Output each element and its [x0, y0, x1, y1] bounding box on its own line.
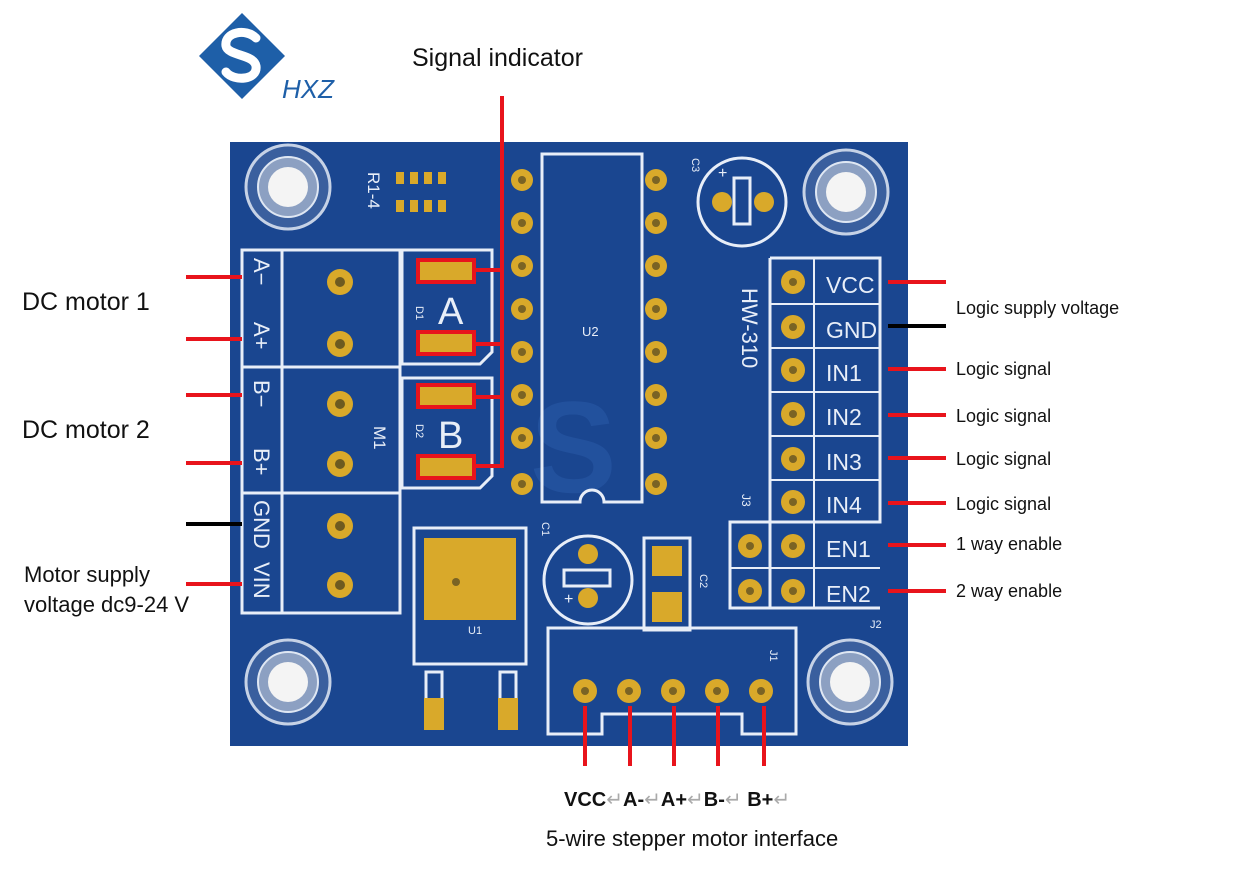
- pcb-board: S R1-4: [230, 142, 908, 746]
- signal-indicator-label: Signal indicator: [412, 44, 583, 72]
- wire-in3: [888, 456, 946, 460]
- led-b-label: B: [438, 415, 463, 457]
- wire-a-minus: [186, 275, 242, 279]
- header-pin-in3: IN3: [826, 449, 862, 475]
- svg-text:+: +: [564, 591, 573, 608]
- wire-logic-gnd: [888, 324, 946, 328]
- silk-c2: C2: [697, 574, 709, 588]
- regulator-u1: U1: [412, 526, 528, 730]
- silk-j2: J2: [870, 619, 882, 631]
- wire-in4: [888, 501, 946, 505]
- header-pin-en2: EN2: [826, 581, 871, 607]
- led-indicator-block: A B D1 D2: [400, 248, 494, 490]
- signal-indicator-tick-1: [476, 268, 504, 272]
- silk-d1: D1: [413, 306, 425, 320]
- wire-a-plus: [186, 337, 242, 341]
- silk-m1: M1: [370, 426, 389, 450]
- return-glyph-5: ↵: [773, 789, 791, 811]
- wire-stepper-b-minus: [716, 706, 720, 766]
- motor-supply-label-line2: voltage dc9-24 V: [24, 592, 190, 617]
- return-glyph-4: ↵: [724, 789, 742, 811]
- wire-stepper-b-plus: [762, 706, 766, 766]
- signal-indicator-tick-4: [476, 464, 504, 468]
- hxz-logo: HXZ: [196, 10, 356, 105]
- wire-stepper-vcc: [583, 706, 587, 766]
- stepper-pin-labels: VCC↵A-↵A+↵B-↵ B+↵: [564, 787, 790, 812]
- logic-signal-label-1: Logic signal: [956, 359, 1052, 379]
- enable-2-label: 2 way enable: [956, 581, 1063, 601]
- mounting-hole-tl: [244, 143, 332, 231]
- logic-signal-label-3: Logic signal: [956, 449, 1052, 469]
- terminal-a-plus: A+: [249, 322, 274, 350]
- silk-c1: C1: [539, 522, 551, 536]
- stepper-interface-label: 5-wire stepper motor interface: [546, 826, 839, 851]
- silk-j1: J1: [767, 650, 779, 662]
- signal-indicator-line: [500, 96, 504, 466]
- capacitor-c3: + C3: [689, 156, 788, 248]
- header-pin-en1: EN1: [826, 536, 871, 562]
- board-model-label: HW-310: [737, 288, 762, 368]
- return-glyph-1: ↵: [606, 789, 623, 811]
- terminal-b-plus: B+: [249, 448, 274, 476]
- return-glyph-3: ↵: [687, 789, 704, 811]
- wire-stepper-a-minus: [628, 706, 632, 766]
- header-pin-vcc: VCC: [826, 272, 875, 298]
- led-a-label: A: [438, 291, 464, 333]
- logic-supply-label: Logic supply voltage: [956, 298, 1120, 318]
- pcb-board-graphic: S R1-4: [230, 142, 908, 746]
- svg-text:+: +: [718, 165, 727, 182]
- header-pin-gnd: GND: [826, 317, 877, 343]
- dc-motor-1-label: DC motor 1: [22, 288, 150, 316]
- pin-header-j2: VCC GND IN1 IN2 IN3 IN4 EN1 EN2 J3 J2: [728, 256, 882, 631]
- wire-in1: [888, 367, 946, 371]
- logic-signal-label-2: Logic signal: [956, 406, 1052, 426]
- stepper-connector-j1: J1: [546, 626, 798, 736]
- dc-motor-2-label: DC motor 2: [22, 416, 150, 444]
- logic-signal-label-4: Logic signal: [956, 494, 1052, 514]
- stepper-pin-vcc: VCC: [564, 789, 607, 811]
- stepper-pin-b-minus: B-: [703, 789, 725, 811]
- wire-en1: [888, 543, 946, 547]
- hxz-logo-icon: HXZ: [199, 13, 335, 104]
- return-glyph-2: ↵: [644, 789, 661, 811]
- header-pin-in2: IN2: [826, 404, 862, 430]
- terminal-gnd: GND: [249, 500, 274, 549]
- logo-text: HXZ: [282, 74, 335, 104]
- mounting-hole-bl: [244, 638, 332, 726]
- wire-vcc: [888, 280, 946, 284]
- silk-r1-4: R1-4: [364, 172, 383, 209]
- ic-u2: U2: [511, 152, 667, 504]
- silk-u1: U1: [468, 625, 482, 637]
- silk-c3: C3: [689, 158, 701, 172]
- silk-u2: U2: [582, 324, 599, 339]
- header-pin-in4: IN4: [826, 492, 862, 518]
- resistor-network: R1-4: [364, 172, 446, 212]
- silk-j3: J3: [739, 494, 753, 507]
- wire-b-minus: [186, 393, 242, 397]
- stepper-pin-a-plus: A+: [660, 789, 687, 811]
- terminal-a-minus: A−: [249, 258, 274, 286]
- wire-stepper-a-plus: [672, 706, 676, 766]
- header-pin-in1: IN1: [826, 360, 862, 386]
- mounting-hole-tr: [802, 148, 890, 236]
- wire-en2: [888, 589, 946, 593]
- enable-1-label: 1 way enable: [956, 534, 1063, 554]
- motor-supply-label-line1: Motor supply: [24, 562, 150, 587]
- signal-indicator-tick-2: [476, 342, 504, 346]
- capacitor-c1: + C1: [539, 522, 634, 626]
- terminal-vin: VIN: [249, 562, 274, 599]
- stepper-pin-a-minus: A-: [623, 789, 645, 811]
- wire-in2: [888, 413, 946, 417]
- wire-b-plus: [186, 461, 242, 465]
- terminal-b-minus: B−: [249, 380, 274, 408]
- mounting-hole-br: [806, 638, 894, 726]
- capacitor-c2: C2: [642, 536, 709, 632]
- silk-d2: D2: [413, 424, 425, 438]
- wire-vin: [186, 582, 242, 586]
- stepper-pin-b-plus: B+: [747, 789, 774, 811]
- wire-gnd: [186, 522, 242, 526]
- signal-indicator-tick-3: [476, 395, 504, 399]
- motor-terminal-block: A− A+ B− B+ GND VIN M1: [240, 248, 402, 615]
